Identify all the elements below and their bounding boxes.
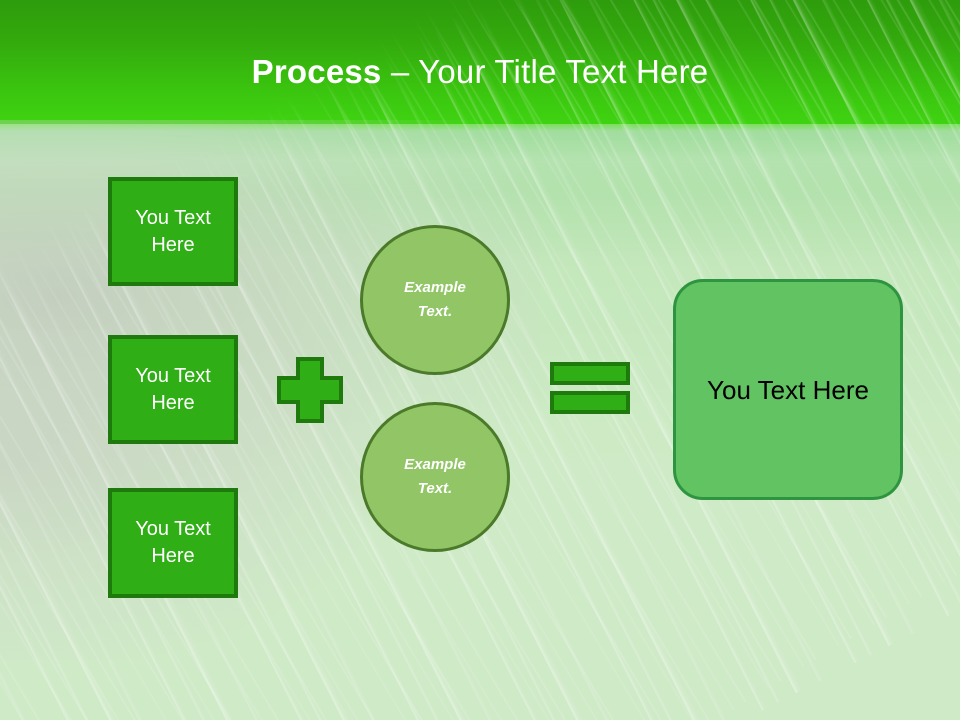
input-box-2-line1: You Text [135,364,211,387]
result-box[interactable]: You Text Here [673,279,903,500]
plus-icon [277,357,343,423]
example-circle-2-text: Example Text. [404,453,466,501]
input-box-3[interactable]: You Text Here [108,488,238,598]
input-box-1-text: You Text Here [129,205,217,259]
input-box-1-line2: Here [151,233,195,256]
example-circle-1-line1: Example [404,279,466,296]
example-circle-1[interactable]: Example Text. [360,225,510,375]
input-box-2[interactable]: You Text Here [108,335,238,444]
example-circle-1-line2: Text. [417,303,453,320]
input-box-1[interactable]: You Text Here [108,177,238,286]
input-box-3-line1: You Text [135,518,211,540]
page-title-rest: – Your Title Text Here [381,53,709,90]
input-box-2-text: You Text Here [129,363,217,417]
input-box-1-line1: You Text [135,206,211,229]
page-title: Process – Your Title Text Here [0,50,960,94]
input-box-2-line2: Here [151,391,195,414]
example-circle-1-text: Example Text. [404,276,466,324]
example-circle-2[interactable]: Example Text. [360,402,510,552]
example-circle-2-line2: Text. [417,480,453,497]
example-circle-2-line1: Example [404,456,466,473]
page-title-bold: Process [251,53,382,90]
equals-icon-bar-top [550,362,630,385]
input-box-3-line2: Here [151,545,195,567]
equals-icon-bar-bottom [550,391,630,414]
result-box-label: You Text Here [707,374,869,405]
input-box-3-text: You Text Here [129,516,217,570]
equals-icon [550,362,630,414]
